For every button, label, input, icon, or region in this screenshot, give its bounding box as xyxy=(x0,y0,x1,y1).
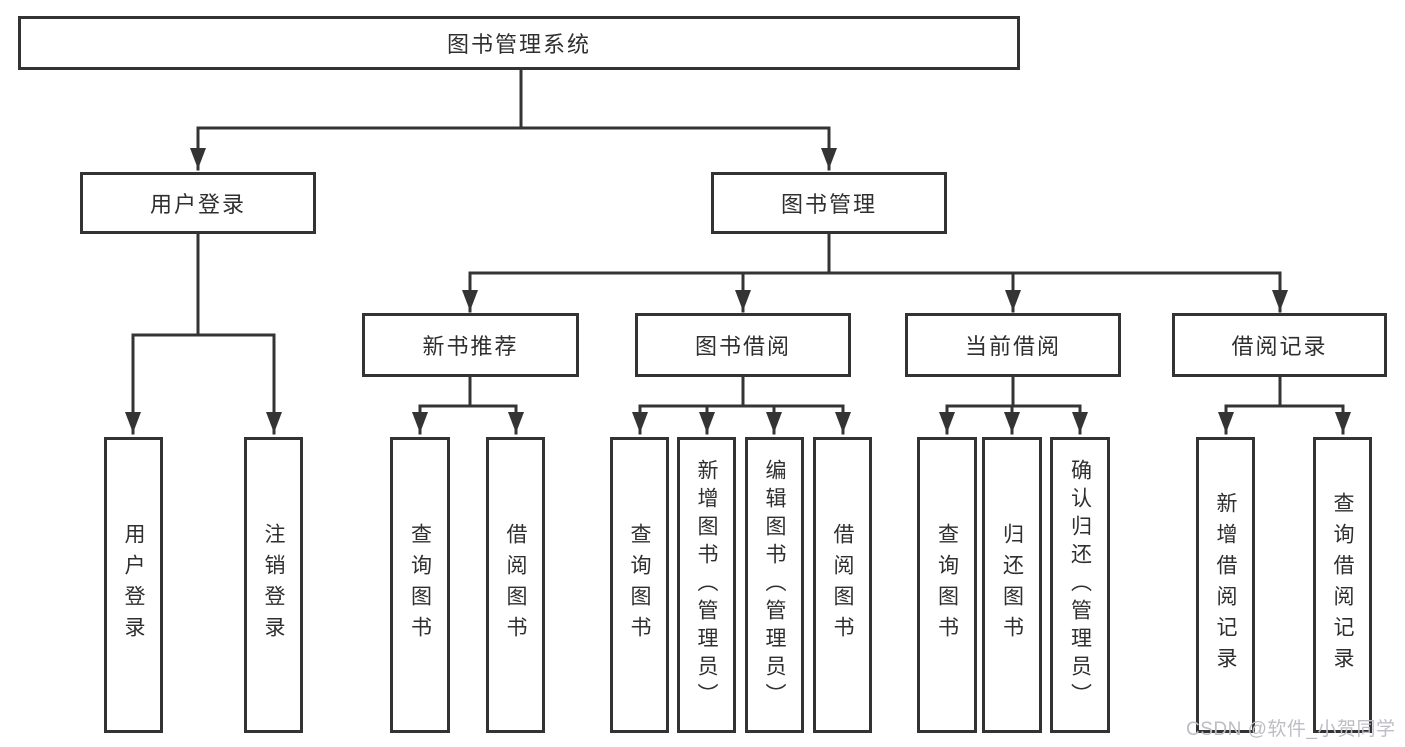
leaf-borrow-add-books: 新增图书（管理员） xyxy=(677,437,736,733)
node-current-borrow: 当前借阅 xyxy=(905,313,1121,377)
leaf-current-return-books-label: 归还图书 xyxy=(1000,523,1024,647)
leaf-borrow-edit-books: 编辑图书（管理员） xyxy=(745,437,804,733)
node-borrow-records-label: 借阅记录 xyxy=(1231,334,1328,359)
leaf-borrow-borrow-books-label: 借阅图书 xyxy=(831,523,854,647)
watermark: CSDN @软件_小贺同学 xyxy=(1186,719,1396,740)
node-root: 图书管理系统 xyxy=(18,16,1020,70)
node-book-management: 图书管理 xyxy=(711,172,947,234)
leaf-borrow-query-books-label: 查询图书 xyxy=(628,523,651,647)
leaf-current-query-books: 查询图书 xyxy=(917,437,977,733)
leaf-logout-label: 注销登录 xyxy=(262,523,285,647)
node-user-login: 用户登录 xyxy=(80,172,316,234)
leaf-recommend-query-books-label: 查询图书 xyxy=(408,523,432,647)
leaf-current-confirm-return-label: 确认归还（管理员） xyxy=(1068,459,1092,711)
leaf-logout: 注销登录 xyxy=(244,437,303,733)
edge-borrow-split xyxy=(638,375,845,408)
edge-userlogin-split xyxy=(131,232,276,337)
leaf-borrow-query-books: 查询图书 xyxy=(610,437,669,733)
leaf-recommend-borrow-books: 借阅图书 xyxy=(486,437,545,733)
node-borrow-records: 借阅记录 xyxy=(1172,313,1387,377)
leaf-borrow-edit-books-label: 编辑图书（管理员） xyxy=(763,459,786,711)
leaf-recommend-query-books: 查询图书 xyxy=(390,437,450,733)
node-new-book-recommend-label: 新书推荐 xyxy=(422,334,519,359)
leaf-current-confirm-return: 确认归还（管理员） xyxy=(1050,437,1110,733)
leaf-current-query-books-label: 查询图书 xyxy=(935,523,959,647)
leaf-recommend-borrow-books-label: 借阅图书 xyxy=(504,523,527,647)
edge-bookmgmt-split xyxy=(468,232,1282,275)
leaf-borrow-add-books-label: 新增图书（管理员） xyxy=(695,459,718,711)
node-user-login-label: 用户登录 xyxy=(149,192,246,217)
leaf-records-query-record: 查询借阅记录 xyxy=(1313,437,1372,733)
leaf-records-add-record-label: 新增借阅记录 xyxy=(1214,492,1237,678)
edge-current-split xyxy=(945,375,1082,408)
leaf-borrow-borrow-books: 借阅图书 xyxy=(813,437,872,733)
leaf-user-login: 用户登录 xyxy=(104,437,163,733)
edge-recommend-split xyxy=(418,375,518,408)
node-root-label: 图书管理系统 xyxy=(446,32,591,57)
leaf-records-add-record: 新增借阅记录 xyxy=(1196,437,1255,733)
leaf-records-query-record-label: 查询借阅记录 xyxy=(1331,492,1354,678)
edge-root-split xyxy=(196,68,831,130)
node-new-book-recommend: 新书推荐 xyxy=(362,313,579,377)
edge-records-split xyxy=(1224,375,1345,408)
node-book-borrow-label: 图书借阅 xyxy=(694,334,791,359)
leaf-current-return-books: 归还图书 xyxy=(982,437,1042,733)
node-book-management-label: 图书管理 xyxy=(780,192,877,217)
node-current-borrow-label: 当前借阅 xyxy=(964,334,1061,359)
node-book-borrow: 图书借阅 xyxy=(635,313,851,377)
leaf-user-login-label: 用户登录 xyxy=(122,523,145,647)
